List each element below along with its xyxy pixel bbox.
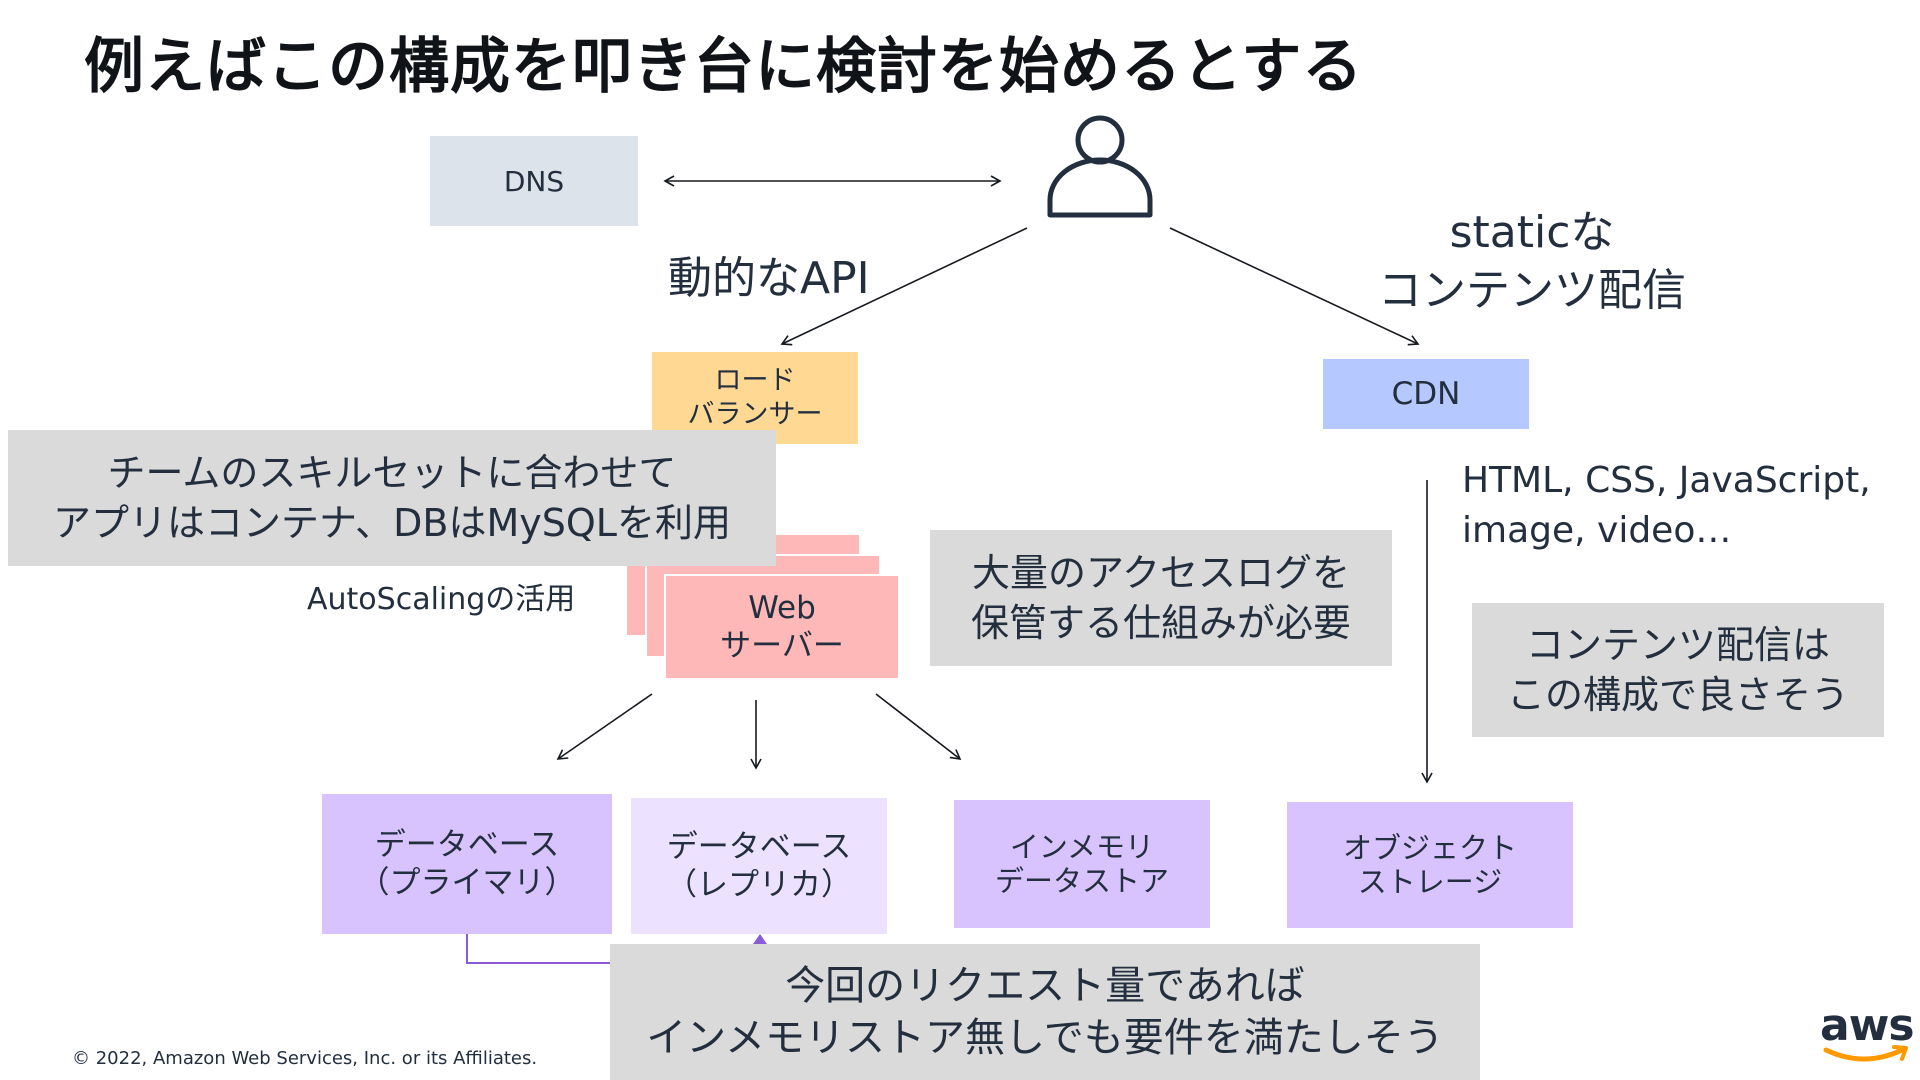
no-memory-store-note: 今回のリクエスト量であれば インメモリストア無しでも要件を満たしそう xyxy=(610,944,1480,1080)
web-server-box: Web サーバー xyxy=(664,574,900,680)
load-balancer-box: ロード バランサー xyxy=(652,352,858,444)
arrow-web-inmemory xyxy=(875,693,962,761)
content-types-label: HTML, CSS, JavaScript, image, video… xyxy=(1462,460,1871,551)
in-memory-box: インメモリ データストア xyxy=(954,800,1210,928)
copyright-text: © 2022, Amazon Web Services, Inc. or its… xyxy=(72,1048,538,1069)
team-skill-note: チームのスキルセットに合わせて アプリはコンテナ、DBはMySQLを利用 xyxy=(8,430,776,566)
aws-logo: aws xyxy=(1820,1004,1916,1074)
aws-logo-text: aws xyxy=(1820,1000,1915,1051)
aws-smile-icon xyxy=(1823,1045,1908,1062)
arrow-web-db-primary xyxy=(556,693,653,760)
arrow-user-lb xyxy=(780,227,1028,346)
dynamic-api-label: 動的なAPI xyxy=(668,253,870,304)
db-replica-box: データベース （レプリカ） xyxy=(631,798,887,934)
cdn-ok-note: コンテンツ配信は この構成で良さそう xyxy=(1472,603,1884,737)
db-primary-box: データベース （プライマリ） xyxy=(322,794,612,934)
arrow-user-cdn xyxy=(1169,227,1420,346)
access-log-note: 大量のアクセスログを 保管する仕組みが必要 xyxy=(930,530,1392,666)
static-content-label: staticな コンテンツ配信 xyxy=(1378,207,1686,316)
object-storage-box: オブジェクト ストレージ xyxy=(1287,802,1573,928)
dns-box: DNS xyxy=(430,136,638,226)
autoscaling-label: AutoScalingの活用 xyxy=(307,582,576,617)
page-title: 例えばこの構成を叩き台に検討を始めるとする xyxy=(84,32,1364,102)
cdn-box: CDN xyxy=(1323,359,1529,429)
user-icon xyxy=(1047,115,1153,218)
